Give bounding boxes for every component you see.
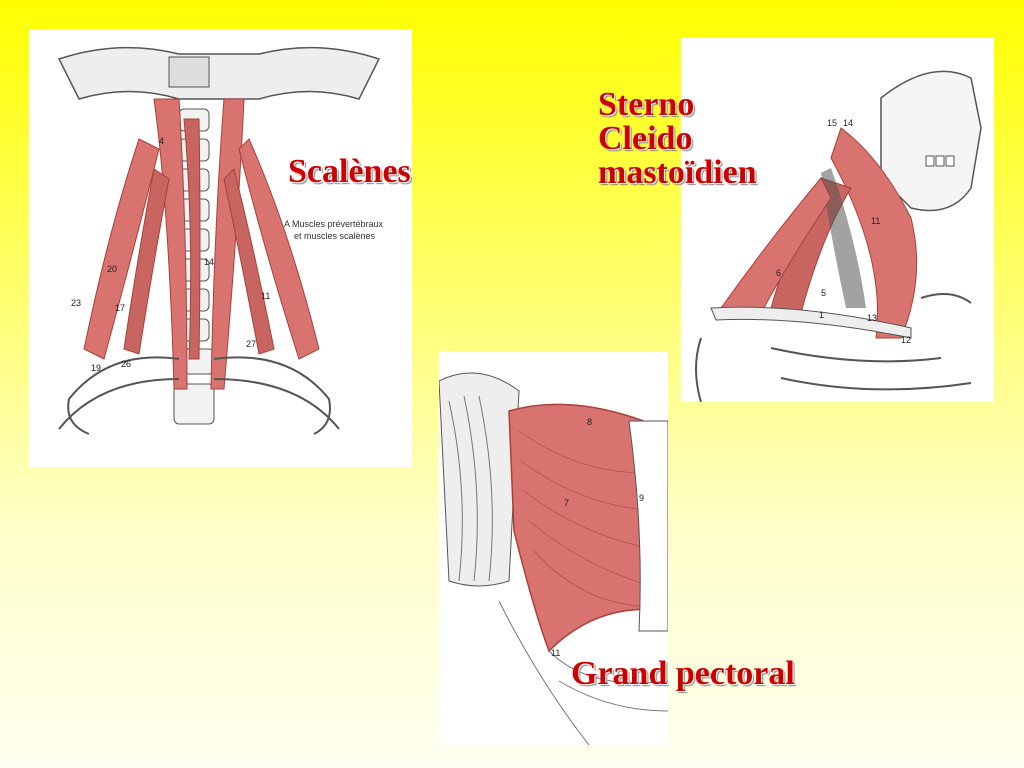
label-number: 14 bbox=[843, 118, 853, 128]
label-number: 1 bbox=[819, 310, 824, 320]
label-number: 19 bbox=[91, 363, 101, 373]
label-number: 11 bbox=[261, 291, 270, 301]
scalenes-illustration: A Muscles prévertébraux et muscles scalè… bbox=[29, 29, 412, 467]
label-number: 27 bbox=[246, 339, 256, 349]
scm-label-line-2: Cleido bbox=[598, 120, 693, 157]
scm-label-line-3: mastoïdien bbox=[598, 154, 757, 191]
label-number: 26 bbox=[121, 359, 131, 369]
scalenes-drawing: A Muscles prévertébraux et muscles scalè… bbox=[57, 46, 384, 435]
label-number: 7 bbox=[564, 498, 569, 508]
label-number: 14 bbox=[204, 257, 214, 267]
label-number: 6 bbox=[776, 268, 781, 278]
label-number: 15 bbox=[827, 118, 837, 128]
caption-line-1: A Muscles prévertébraux bbox=[284, 219, 384, 229]
label-number: 4 bbox=[159, 136, 164, 146]
scalenes-label: Scalènes bbox=[288, 153, 411, 190]
label-number: 23 bbox=[71, 298, 81, 308]
sternocleidomastoid-label: Sterno Cleido mastoïdien bbox=[598, 88, 757, 190]
scm-drawing: 15 14 6 5 1 13 12 11 bbox=[695, 70, 982, 402]
scm-illustration: 15 14 6 5 1 13 12 11 bbox=[681, 38, 994, 402]
label-number: 11 bbox=[551, 648, 560, 658]
pectoral-illustration: 8 9 7 11 bbox=[439, 351, 668, 745]
pectoral-label: Grand pectoral bbox=[571, 655, 795, 692]
label-number: 20 bbox=[107, 264, 117, 274]
pectoral-drawing: 8 9 7 11 bbox=[439, 372, 668, 745]
label-number: 11 bbox=[871, 216, 880, 226]
label-number: 13 bbox=[867, 313, 877, 323]
label-number: 5 bbox=[821, 288, 826, 298]
label-number: 8 bbox=[587, 417, 592, 427]
scm-label-line-1: Sterno bbox=[598, 86, 695, 123]
label-number: 17 bbox=[115, 303, 125, 313]
caption-line-2: et muscles scalènes bbox=[294, 231, 376, 241]
label-number: 9 bbox=[639, 493, 644, 503]
label-number: 12 bbox=[901, 335, 911, 345]
